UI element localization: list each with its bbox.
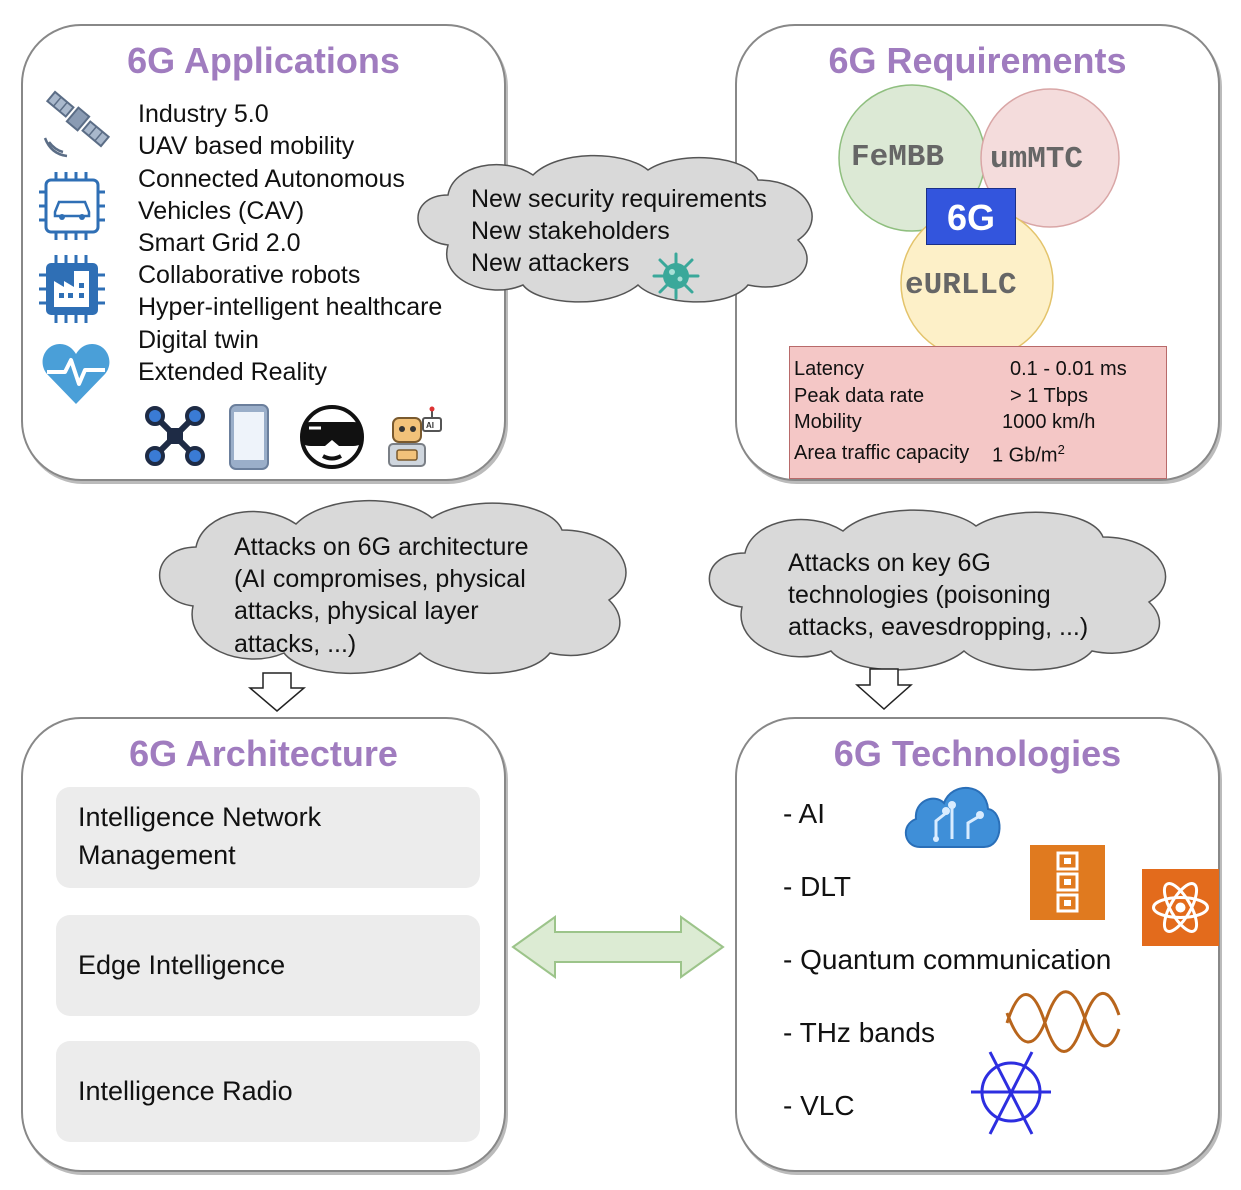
- heart-pulse-icon: [42, 344, 110, 404]
- virus-icon: [652, 252, 700, 300]
- cloud-security-line: New stakeholders: [471, 217, 670, 245]
- smartphone-icon: [229, 404, 269, 470]
- req-value: 1 Gb/m2: [992, 442, 1065, 468]
- req-label: Area traffic capacity: [794, 442, 970, 464]
- tech-item-ai: - AI: [783, 798, 826, 829]
- tech-item-quantum: - Quantum communication: [783, 944, 1112, 975]
- req-label: Peak data rate: [794, 385, 925, 407]
- applications-panel: 6G Applications Industry 5.0 UAV based m…: [21, 24, 506, 481]
- vlc-antenna-icon: [971, 1051, 1051, 1135]
- tech-item-vlc: - VLC: [783, 1090, 855, 1121]
- req-value: 0.1 - 0.01 ms: [1010, 358, 1127, 380]
- cloud-architecture-line: attacks, physical layer: [234, 597, 479, 625]
- arch-box-line: Intelligence Radio: [78, 1076, 293, 1106]
- app-item: Hyper-intelligent healthcare: [138, 293, 443, 321]
- app-item: Connected Autonomous: [138, 165, 405, 193]
- req-label: Mobility: [794, 411, 862, 433]
- svg-text:AI: AI: [426, 421, 434, 430]
- down-arrow-left: [247, 672, 307, 712]
- blockchain-icon: [1030, 845, 1105, 920]
- app-item: Vehicles (CAV): [138, 197, 305, 225]
- car-chip-icon: [39, 172, 105, 240]
- app-item: Smart Grid 2.0: [138, 229, 301, 257]
- factory-chip-icon: [39, 255, 105, 323]
- venn-label-eurllc: eURLLC: [905, 268, 1017, 303]
- bidirectional-arrow: [511, 915, 725, 979]
- req-value: 1000 km/h: [1002, 411, 1096, 433]
- cloud-security-shape: [417, 154, 813, 303]
- applications-title: 6G Applications: [127, 40, 400, 81]
- venn-center-6g: 6G: [926, 188, 1016, 245]
- cloud-technologies-line: technologies (poisoning: [788, 581, 1051, 609]
- req-value-text: 1 Gb/m: [992, 444, 1058, 467]
- req-label: Latency: [794, 358, 865, 380]
- wave-icon: [1005, 990, 1121, 1053]
- cloud-security-line: New security requirements: [471, 185, 767, 213]
- requirements-panel: 6G Requirements FeMBB umMTC eURLLC 6G La…: [735, 24, 1220, 481]
- cloud-architecture-line: (AI compromises, physical: [234, 565, 526, 593]
- cloud-technologies-line: Attacks on key 6G: [788, 549, 991, 577]
- technologies-panel: 6G Technologies - AI - DLT - Quantum com…: [735, 717, 1220, 1172]
- app-item: Extended Reality: [138, 358, 328, 386]
- requirements-title: 6G Requirements: [828, 40, 1127, 81]
- architecture-panel: 6G Architecture Intelligence Network Man…: [21, 717, 506, 1172]
- cloud-architecture-line: attacks, ...): [234, 630, 357, 658]
- venn-label-fembb: FeMBB: [851, 140, 945, 175]
- cloud-architecture-shape: [158, 499, 627, 675]
- arch-box-line: Edge Intelligence: [78, 950, 286, 980]
- architecture-title: 6G Architecture: [129, 733, 398, 774]
- cloud-technologies-line: attacks, eavesdropping, ...): [788, 613, 1089, 641]
- technologies-title: 6G Technologies: [833, 733, 1122, 774]
- app-item: Digital twin: [138, 326, 259, 354]
- cloud-architecture-line: Attacks on 6G architecture: [234, 533, 529, 561]
- app-item: Industry 5.0: [138, 100, 269, 128]
- satellite-icon: [43, 90, 111, 158]
- req-value-sup: 2: [1057, 442, 1065, 457]
- tech-item-dlt: - DLT: [783, 871, 851, 902]
- arch-box-line: Management: [78, 840, 236, 870]
- ai-cloud-icon: [905, 787, 1001, 848]
- robot-ai-icon: AI: [388, 406, 442, 467]
- req-value: > 1 Tbps: [1010, 385, 1089, 407]
- drone-icon: [145, 406, 205, 466]
- quantum-atom-icon: [1142, 869, 1219, 946]
- app-item: UAV based mobility: [138, 132, 355, 160]
- arch-box-intelligence-radio: Intelligence Radio: [56, 1041, 480, 1142]
- cloud-security-line: New attackers: [471, 249, 630, 277]
- vr-headset-icon: [300, 405, 364, 469]
- arch-box-line: Intelligence Network: [78, 802, 322, 832]
- arch-box-network-management: Intelligence Network Management: [56, 787, 480, 888]
- venn-label-ummtc: umMTC: [990, 142, 1084, 177]
- down-arrow-right: [855, 668, 913, 711]
- arch-box-edge-intelligence: Edge Intelligence: [56, 915, 480, 1016]
- tech-item-thz: - THz bands: [783, 1017, 935, 1048]
- requirements-table: Latency 0.1 - 0.01 ms Peak data rate > 1…: [789, 346, 1167, 479]
- app-item: Collaborative robots: [138, 261, 361, 289]
